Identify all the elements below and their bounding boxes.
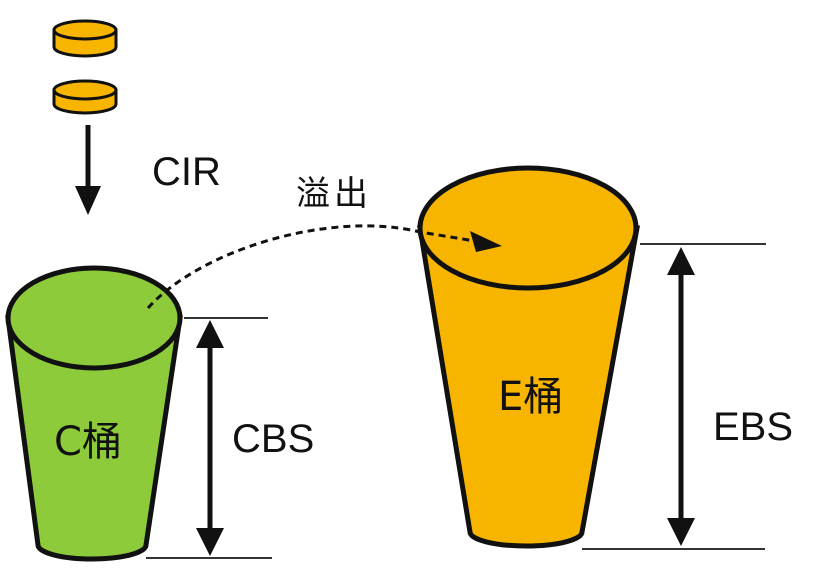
ebs-label: EBS bbox=[713, 405, 793, 449]
token-top bbox=[52, 19, 118, 58]
token-bottom bbox=[52, 79, 118, 115]
c-bucket-body bbox=[5, 315, 183, 562]
e-bucket-rim bbox=[417, 165, 639, 291]
token-bottom-cap bbox=[52, 79, 118, 101]
e-bucket-body bbox=[417, 225, 640, 549]
e-bucket bbox=[417, 165, 640, 549]
cbs-label: CBS bbox=[232, 417, 314, 461]
cir-label: CIR bbox=[152, 150, 221, 194]
ebs-guides bbox=[582, 243, 766, 550]
c-bucket-rim bbox=[5, 265, 183, 371]
e-bucket-label: E桶 bbox=[498, 374, 563, 420]
c-bucket-label: C桶 bbox=[54, 419, 122, 465]
token-top-cap bbox=[52, 19, 118, 41]
overflow-dashed-arrow bbox=[146, 224, 494, 310]
overflow-arrowhead bbox=[470, 231, 502, 252]
cir-arrow bbox=[75, 125, 101, 215]
c-bucket bbox=[5, 265, 183, 562]
cbs-guides bbox=[146, 317, 272, 559]
overflow-label: 溢出 bbox=[296, 174, 372, 214]
